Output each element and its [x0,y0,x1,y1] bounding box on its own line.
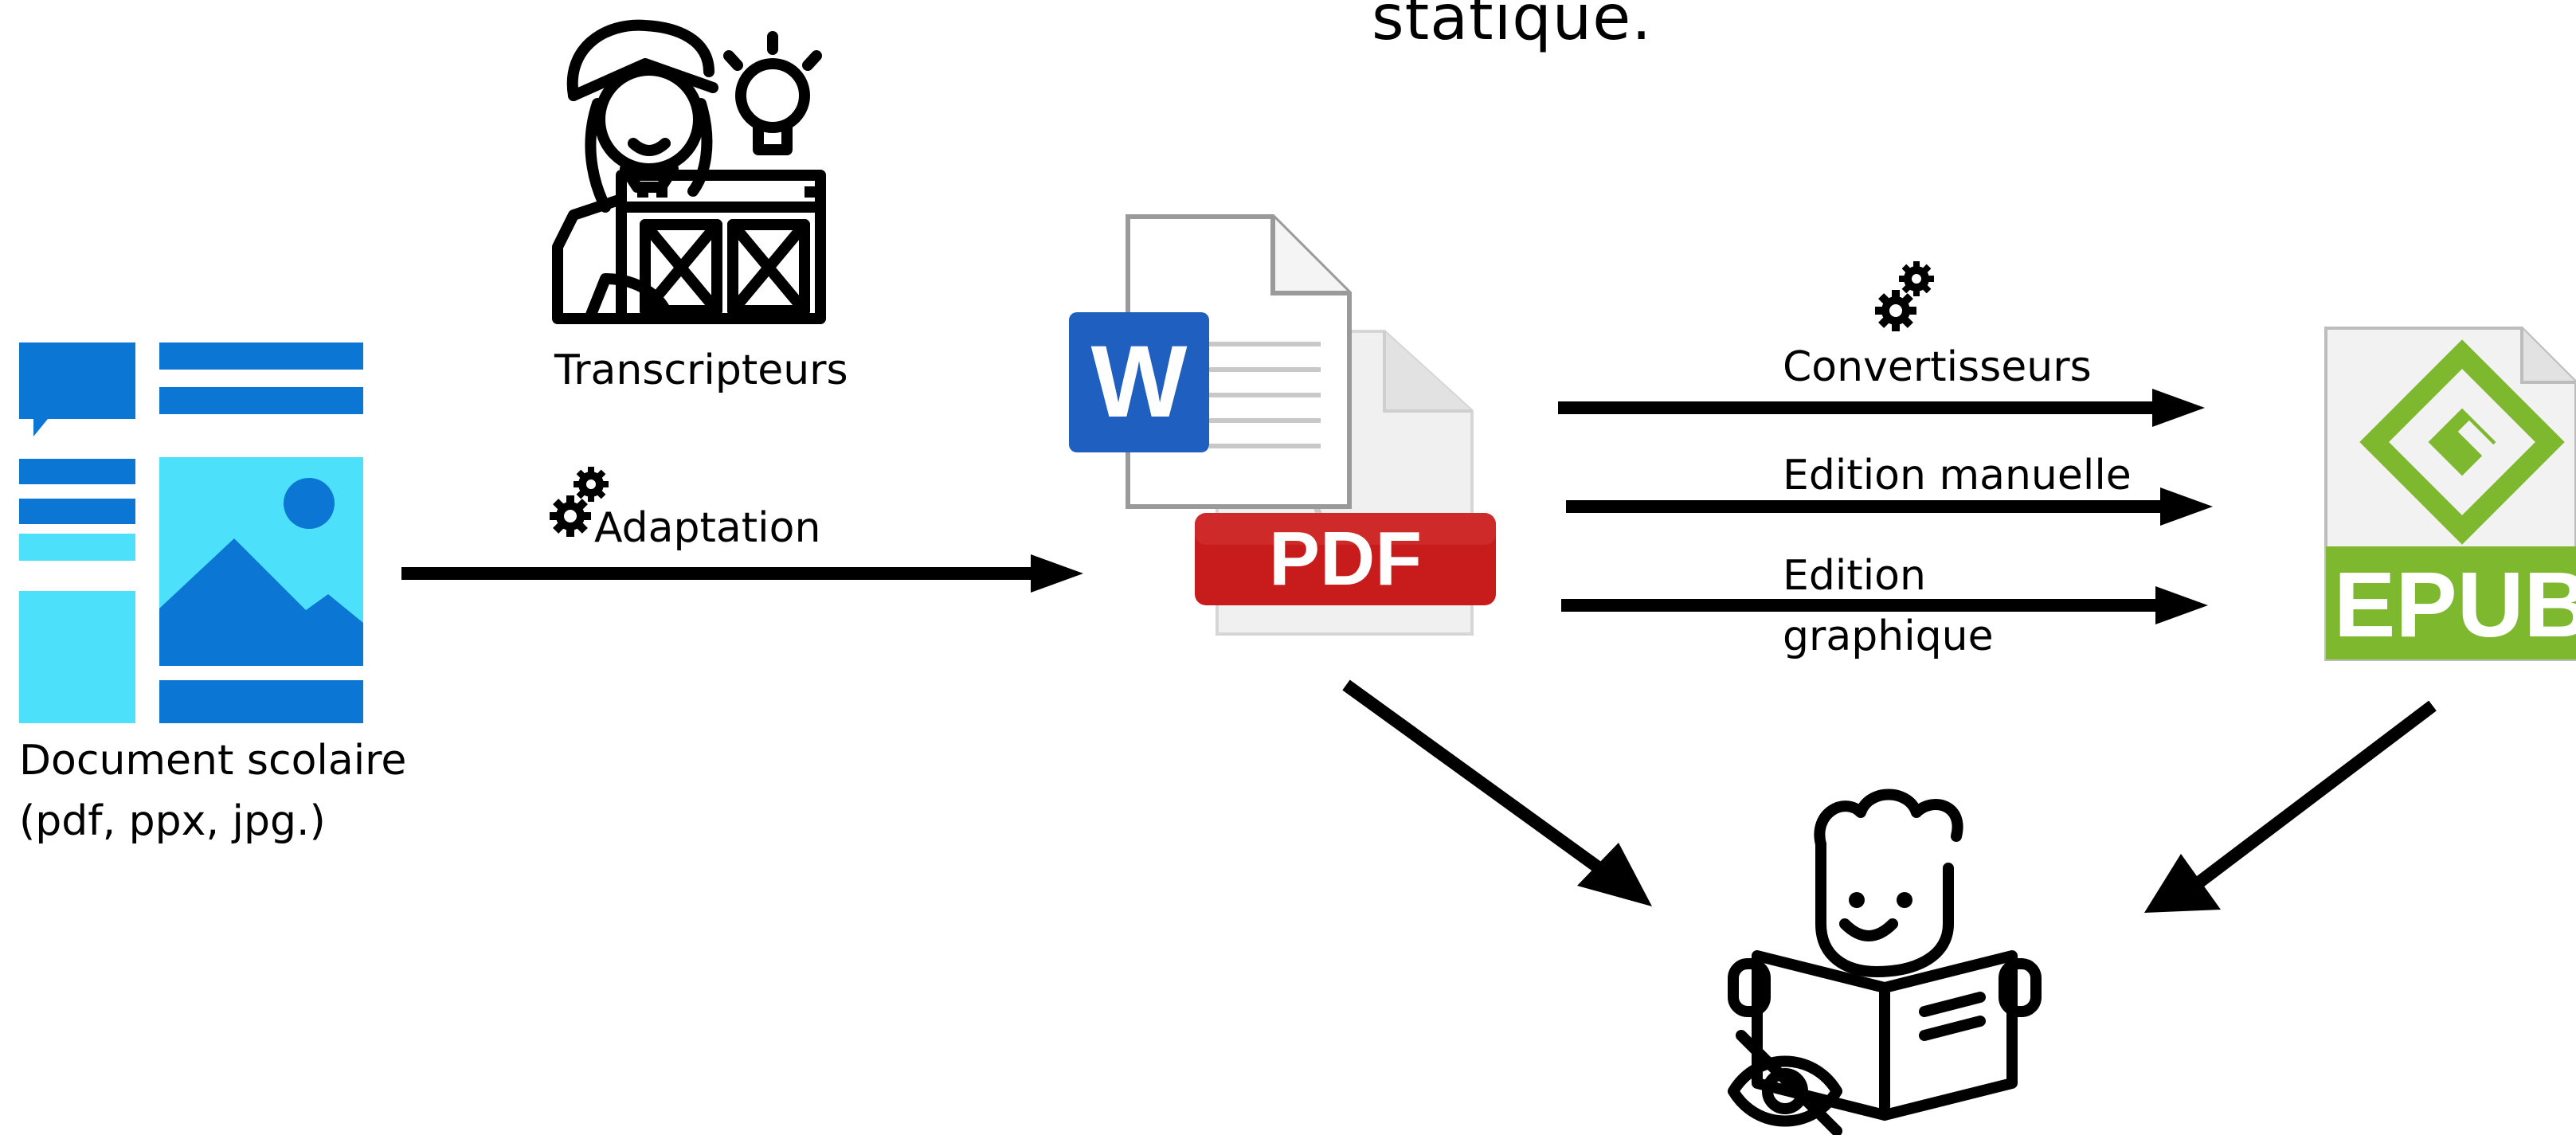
arrow-edition-manuelle [1566,487,2213,526]
arrow-convertisseurs [1558,389,2205,427]
convertisseurs-gears-icon [1875,261,1934,331]
arrow-epub-to-reader [2144,700,2437,913]
word-badge-letter: W [1090,325,1188,439]
edition-graphique-label-line1: Edition [1783,552,1926,600]
edition-manuelle-label: Edition manuelle [1783,452,2132,499]
adaptation-label: Adaptation [594,504,821,552]
edition-graphique-label-line2: graphique [1783,613,1994,660]
reader-child-icon [1728,789,2042,1135]
document-layout-icon [19,342,363,723]
diagram-title: statique. [1372,0,1653,54]
arrow-edition-graphique [1561,586,2208,624]
epub-document-icon [2324,327,2576,661]
document-formats-label: (pdf, ppx, jpg.) [19,797,326,845]
arrow-adaptation [401,554,1083,593]
transcripteurs-label: Transcripteurs [554,346,848,394]
word-pdf-cluster [1069,214,1496,636]
adaptation-gears-icon [550,467,609,537]
document-label: Document scolaire [19,737,407,785]
convertisseurs-label: Convertisseurs [1783,343,2092,391]
arrow-pdf-to-reader [1342,679,1652,906]
word-document-icon [1069,214,1352,509]
epub-badge-text: EPUB [2334,553,2576,656]
pdf-badge-text: PDF [1269,516,1422,601]
transcriber-person-icon [552,19,826,324]
